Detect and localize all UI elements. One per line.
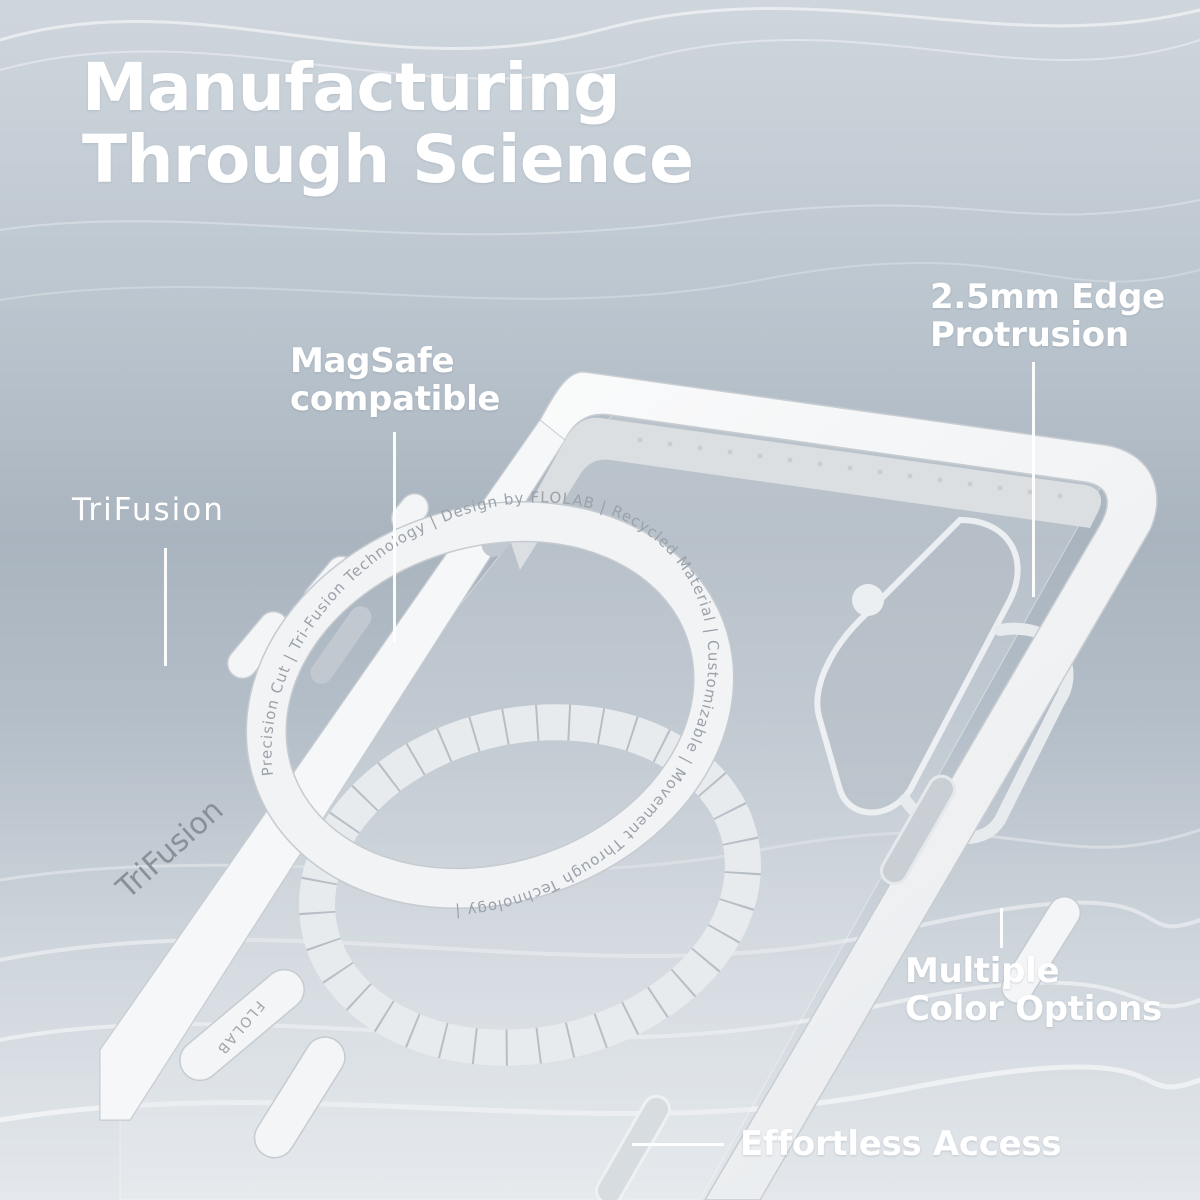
camera-cutout: [814, 516, 1021, 816]
grip-texture: [637, 437, 1063, 499]
side-button-slot-upper: [880, 774, 956, 886]
access-leader-line: [632, 1143, 724, 1146]
headline-line-2: Through Science: [82, 121, 694, 198]
case-inner-rim: [510, 417, 1102, 570]
callout-color-options: Multiple Color Options: [905, 951, 1162, 1029]
magsafe-leader-line: [393, 432, 396, 642]
edge-leader-line: [1032, 362, 1035, 597]
callout-magsafe: MagSafe compatible: [290, 341, 501, 419]
trifusion-logo: TriFusion: [72, 492, 225, 528]
trifusion-leader-line: [164, 548, 167, 666]
colors-leader-line: [1000, 908, 1003, 948]
left-slot: [310, 606, 372, 684]
magnet-ring-segmented: [299, 704, 761, 1066]
page-headline: Manufacturing Through Science: [82, 52, 694, 196]
callout-edge-protrusion: 2.5mm Edge Protrusion: [930, 277, 1165, 355]
case-left-rail: [99, 419, 566, 1121]
headline-line-1: Manufacturing: [82, 49, 620, 126]
side-button-slot-lower: [595, 1094, 671, 1200]
callout-effortless-access: Effortless Access: [740, 1124, 1062, 1164]
